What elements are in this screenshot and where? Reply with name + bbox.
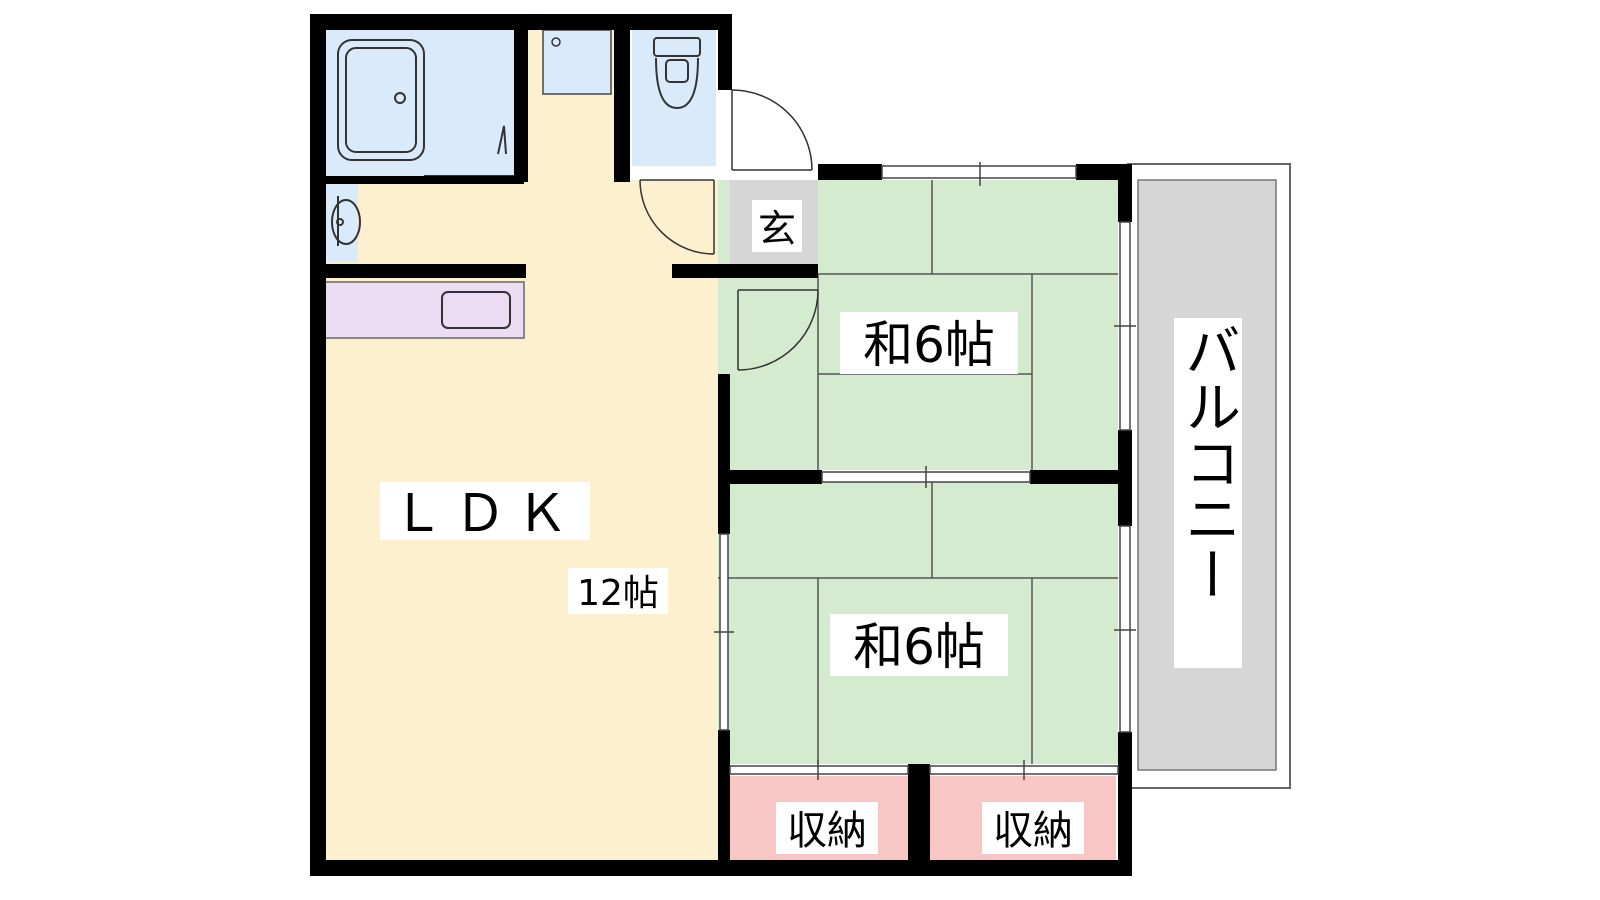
laundry-space — [542, 29, 612, 95]
washitsu-door — [737, 289, 819, 371]
toilet-floor — [632, 28, 716, 166]
entrance-door — [731, 89, 813, 171]
storage-right-label-bg — [982, 802, 1084, 854]
genkan-label-bg — [752, 200, 802, 252]
ldk-size-bg — [568, 568, 668, 614]
washitsu-lower-label: 和6帖 — [853, 618, 985, 676]
toilet-door — [639, 179, 715, 255]
kitchen-sink — [441, 291, 511, 329]
ldk-label-bg — [380, 482, 590, 540]
walls — [310, 14, 1132, 876]
washitsu-lower-label-bg — [830, 614, 1008, 676]
balcony-label: バルコニー — [1176, 322, 1241, 602]
shower-icon — [497, 125, 507, 155]
washitsu-upper-label-bg — [840, 312, 1018, 374]
storage-left-label: 収納 — [787, 808, 867, 854]
bathtub-icon — [337, 39, 425, 161]
ldk-size-label: 12帖 — [577, 573, 659, 614]
balcony-label-bg — [1174, 318, 1242, 668]
laundry-drain-icon — [551, 37, 561, 47]
kitchen-counter — [319, 281, 525, 339]
genkan-label: 玄 — [758, 207, 796, 251]
washbasin-icon — [331, 196, 361, 246]
washitsu-upper-label: 和6帖 — [863, 316, 995, 374]
windows-and-sliding-doors — [714, 90, 1136, 780]
storage-right-label: 収納 — [993, 808, 1073, 854]
storage-left-label-bg — [776, 802, 878, 854]
swing-doors — [639, 89, 819, 371]
toilet-icon — [653, 37, 701, 110]
ldk-label: ＬＤＫ — [392, 484, 578, 544]
tatami-lines — [718, 180, 1118, 764]
